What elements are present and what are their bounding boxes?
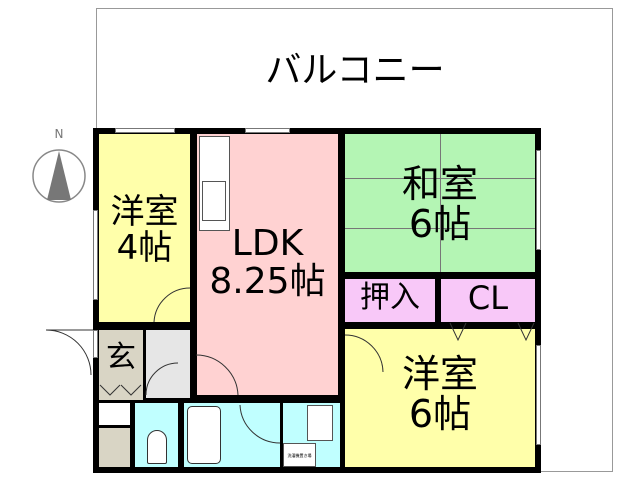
washer-space: 洗濯機置き場 bbox=[283, 443, 316, 467]
window bbox=[93, 210, 98, 300]
sink bbox=[202, 181, 226, 221]
storage bbox=[99, 428, 130, 467]
cl-label: CL bbox=[467, 279, 509, 317]
compass-icon bbox=[32, 149, 86, 203]
hallway bbox=[146, 330, 190, 398]
window bbox=[115, 128, 175, 133]
window bbox=[536, 345, 541, 445]
oshiire-label: 押入 bbox=[360, 280, 420, 315]
window bbox=[245, 128, 290, 133]
north-compass: N bbox=[31, 128, 87, 208]
room-cl bbox=[441, 279, 535, 322]
entrance-label: 玄 bbox=[106, 340, 136, 375]
shoe-storage bbox=[99, 403, 130, 425]
room-oshiire bbox=[345, 279, 435, 322]
north-label: N bbox=[54, 127, 64, 141]
washbasin bbox=[307, 405, 333, 441]
bathtub bbox=[187, 406, 221, 464]
window bbox=[536, 150, 541, 250]
room-japanese bbox=[345, 134, 535, 272]
toilet-icon bbox=[147, 430, 167, 464]
window bbox=[93, 330, 98, 358]
balcony-label: バルコニー bbox=[265, 50, 445, 91]
